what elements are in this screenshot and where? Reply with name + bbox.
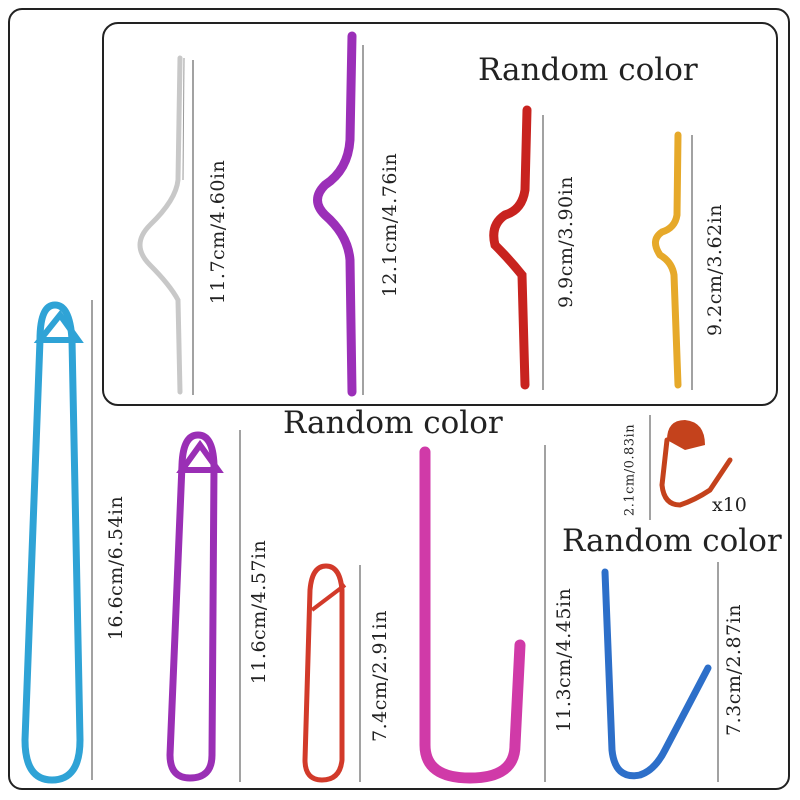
purple-stitch-holder xyxy=(166,431,218,782)
size-label: 11.3cm/4.45in xyxy=(553,587,575,733)
stitch-marker xyxy=(667,420,705,450)
random-color-heading: Random color xyxy=(562,523,782,559)
size-label: 11.6cm/4.57in xyxy=(248,539,270,685)
size-label: 16.6cm/6.54in xyxy=(105,495,127,641)
random-color-heading: Random color xyxy=(283,405,503,441)
size-label: 11.7cm/4.60in xyxy=(207,159,229,305)
purple-cable-needle xyxy=(313,31,357,397)
size-label: 9.2cm/3.62in xyxy=(704,204,726,336)
size-label: 12.1cm/4.76in xyxy=(379,152,401,298)
size-label: 2.1cm/0.83in xyxy=(622,423,638,517)
red-stitch-holder xyxy=(302,563,345,783)
silver-cable-needle xyxy=(137,55,183,395)
gold-cable-needle xyxy=(652,131,682,389)
pink-hook-needle xyxy=(419,446,526,784)
marker-count: x10 xyxy=(712,494,747,516)
blue-u-needle xyxy=(601,568,712,780)
size-label: 7.3cm/2.87in xyxy=(723,604,745,736)
cable-needle-panel xyxy=(102,22,778,406)
size-label: 7.4cm/2.91in xyxy=(369,610,391,742)
blue-stitch-holder xyxy=(21,301,84,784)
red-cable-needle xyxy=(489,105,532,390)
outer-frame xyxy=(8,8,790,790)
random-color-heading: Random color xyxy=(478,52,698,88)
size-label: 9.9cm/3.90in xyxy=(555,176,577,308)
